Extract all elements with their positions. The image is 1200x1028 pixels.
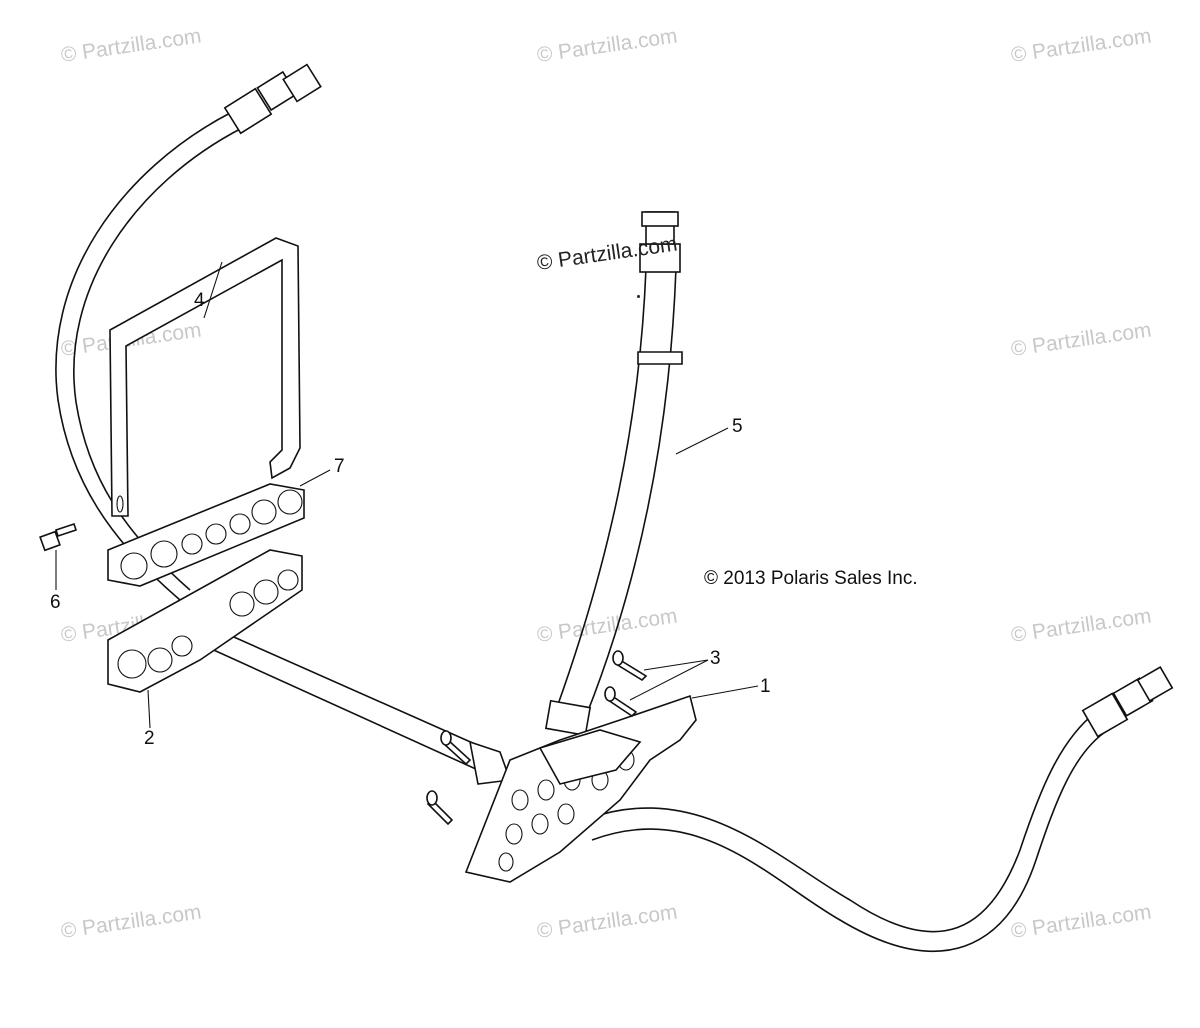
callout-2: 2 [144, 728, 155, 749]
callout-numbers: 1 2 3 4 5 6 7 [50, 290, 771, 749]
brake-line-left [55, 63, 322, 601]
leader-lines [55, 261, 759, 729]
brake-line-5 [544, 211, 683, 737]
callout-3: 3 [710, 648, 721, 669]
watermark: © Partzilla.com [1009, 900, 1152, 942]
watermark: © Partzilla.com [535, 900, 678, 942]
callout-5: 5 [732, 416, 743, 437]
watermark: © Partzilla.com [1009, 318, 1152, 360]
callout-1: 1 [760, 676, 771, 697]
retainer-bracket [109, 237, 301, 517]
brake-line-right [589, 666, 1174, 953]
screw-set [426, 650, 648, 826]
callout-6: 6 [50, 592, 61, 613]
grommet-lower [107, 549, 303, 693]
grommet-upper [107, 483, 305, 587]
watermark: © Partzilla.com [59, 900, 202, 942]
watermark: © Partzilla.com [535, 24, 678, 66]
watermark: © Partzilla.com [1009, 604, 1152, 646]
watermark: © Partzilla.com [535, 604, 678, 646]
callout-7: 7 [334, 456, 345, 477]
watermark: © Partzilla.com [1009, 24, 1152, 66]
junction-block [464, 694, 697, 883]
watermark: © Partzilla.com [59, 24, 202, 66]
mounting-bolt [39, 522, 78, 552]
callout-4: 4 [194, 290, 205, 311]
copyright-note: © 2013 Polaris Sales Inc. [704, 568, 918, 589]
